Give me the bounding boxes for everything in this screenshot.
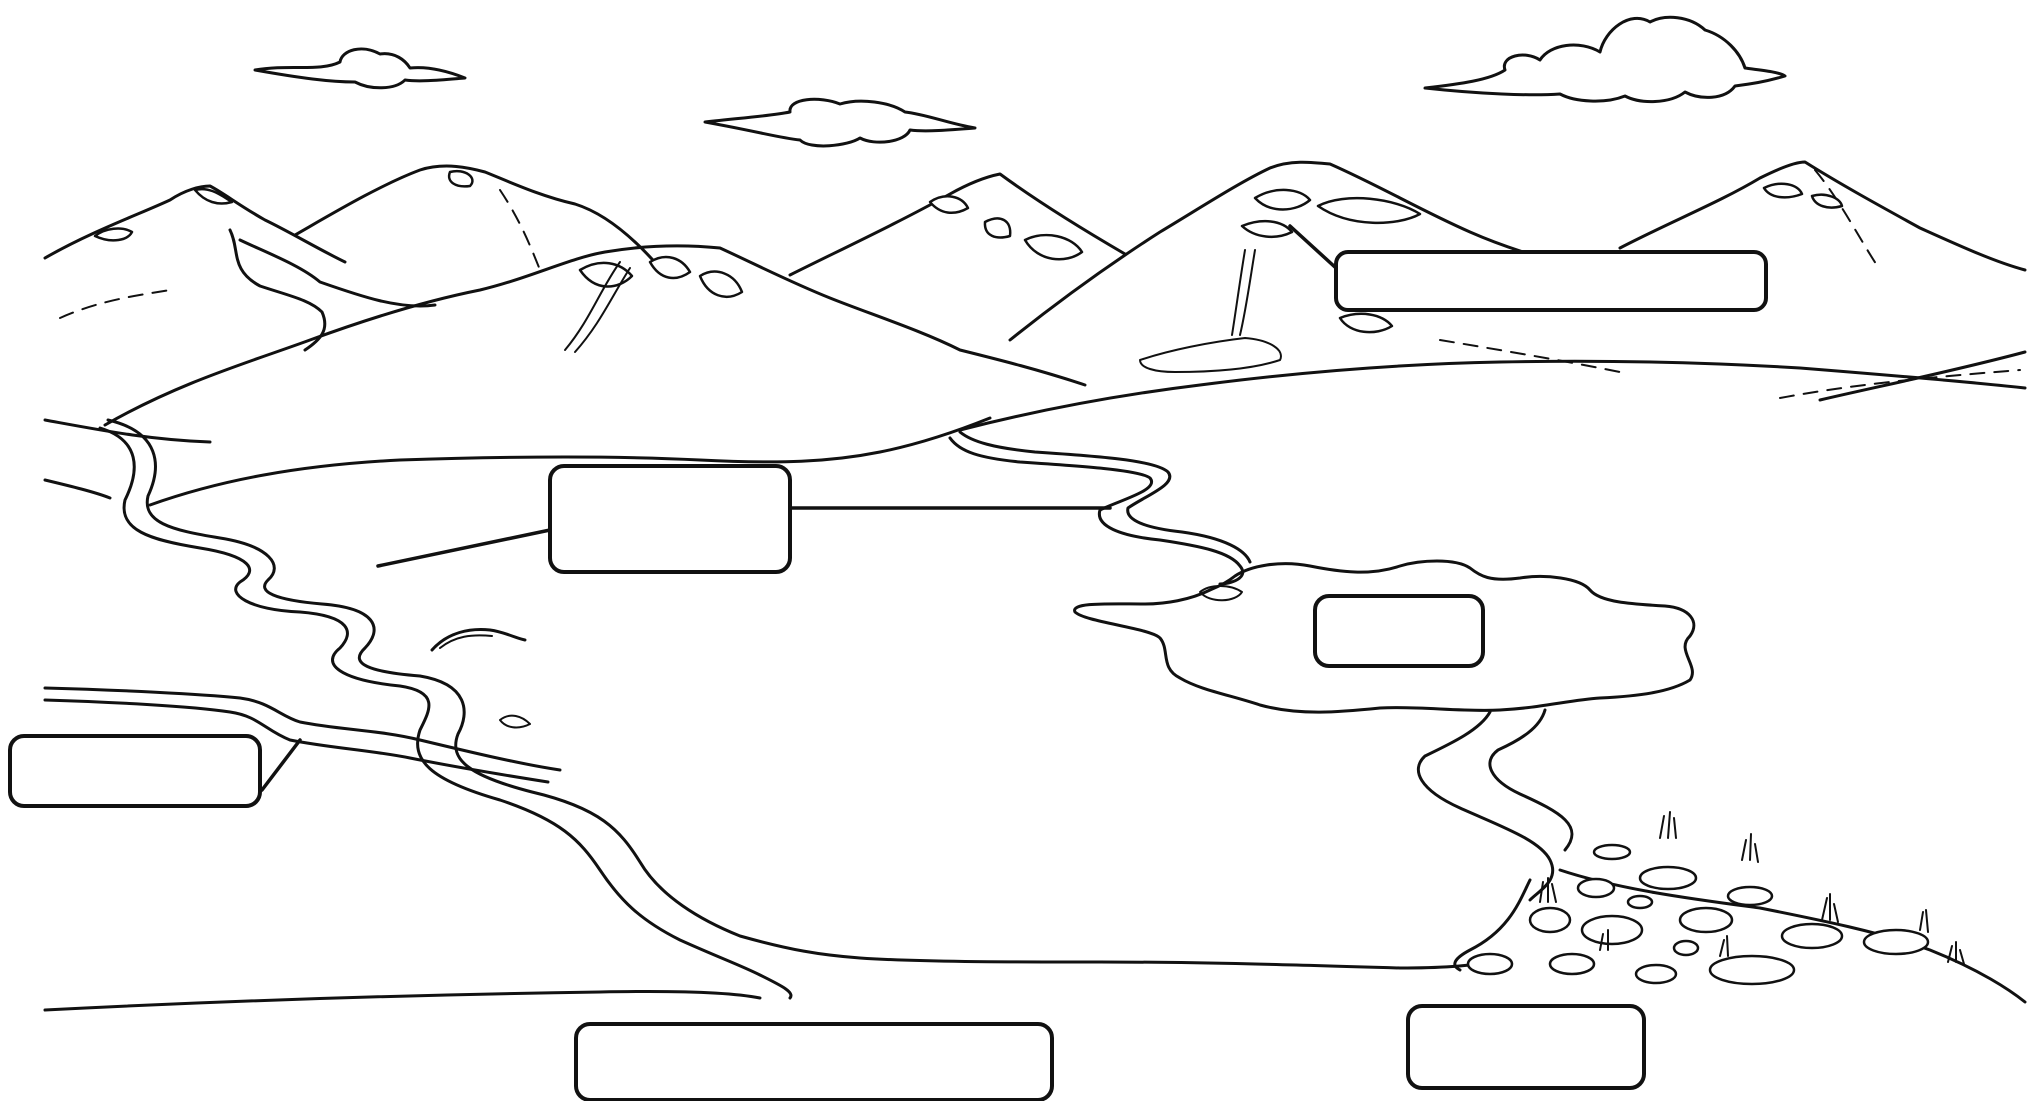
snow-9: [1025, 235, 1082, 259]
rock-4: [1578, 879, 1614, 897]
cloud-left: [255, 49, 465, 88]
rock-7: [1582, 916, 1642, 944]
snow-10: [1255, 190, 1310, 210]
rock-13: [1550, 954, 1594, 974]
label-source[interactable]: [1336, 252, 1766, 310]
label-mouth[interactable]: [576, 1024, 1052, 1100]
ridge-dash-3: [60, 290, 170, 318]
snow-12: [1242, 221, 1292, 237]
rock-8: [1680, 908, 1732, 932]
stream-left: [230, 230, 325, 350]
ridge-dash-1: [500, 190, 540, 270]
bridge: [432, 630, 525, 650]
clouds: [255, 17, 1785, 146]
hill-right: [960, 361, 2025, 430]
upper-river-bank-b: [960, 432, 1250, 562]
snow-8: [985, 218, 1010, 237]
outflow-bank-left: [1418, 712, 1552, 900]
rock-9: [1674, 941, 1698, 955]
snow-14: [1812, 195, 1842, 208]
ground-bottom: [45, 991, 760, 1010]
rock-6: [1530, 908, 1570, 932]
river-bank-right: [108, 420, 1490, 968]
label-box-tributary[interactable]: [10, 736, 260, 806]
river-island: [500, 716, 530, 728]
label-tributary[interactable]: [10, 736, 260, 806]
hill-left: [45, 420, 210, 442]
label-box-delta[interactable]: [1408, 1006, 1644, 1088]
cloud-middle: [705, 99, 975, 146]
ground-left: [45, 480, 110, 498]
rock-14: [1710, 956, 1794, 984]
ridge-dash-2: [1815, 170, 1880, 270]
ridge-dash-4: [1440, 340, 1620, 372]
label-meander[interactable]: [550, 466, 790, 572]
delta: [1468, 812, 2025, 1002]
mountain-far-left: [45, 186, 345, 262]
label-lake[interactable]: [1315, 596, 1483, 666]
label-box-source[interactable]: [1336, 252, 1766, 310]
label-box-meander[interactable]: [550, 466, 790, 572]
leader-meander-left: [378, 530, 550, 566]
rock-3: [1728, 887, 1772, 905]
snow-5: [650, 257, 690, 278]
plunge-pool: [1140, 338, 1281, 372]
snow-15: [1340, 314, 1392, 332]
cloud-right: [1425, 17, 1785, 101]
label-box-lake[interactable]: [1315, 596, 1483, 666]
snow-13: [1764, 184, 1802, 198]
leader-source: [1290, 226, 1336, 268]
rock-11: [1864, 930, 1928, 954]
mountain-left-front: [240, 240, 435, 306]
rock-10: [1782, 924, 1842, 948]
hill-right-lower: [1820, 352, 2025, 400]
rock-5: [1628, 896, 1652, 908]
rock-15: [1636, 965, 1676, 983]
leader-tributary: [262, 740, 300, 790]
label-delta[interactable]: [1408, 1006, 1644, 1088]
rock-12: [1468, 954, 1512, 974]
leader-lines: [262, 226, 1336, 790]
snow-7: [930, 196, 968, 212]
label-box-mouth[interactable]: [576, 1024, 1052, 1100]
rock-1: [1594, 845, 1630, 859]
mountain-center-right: [790, 174, 1125, 275]
snow-6: [700, 272, 742, 297]
outflow-bank-right: [1490, 710, 1572, 850]
upper-river-bank-a: [950, 438, 1243, 584]
rock-2: [1640, 867, 1696, 889]
snow-3: [449, 171, 472, 186]
